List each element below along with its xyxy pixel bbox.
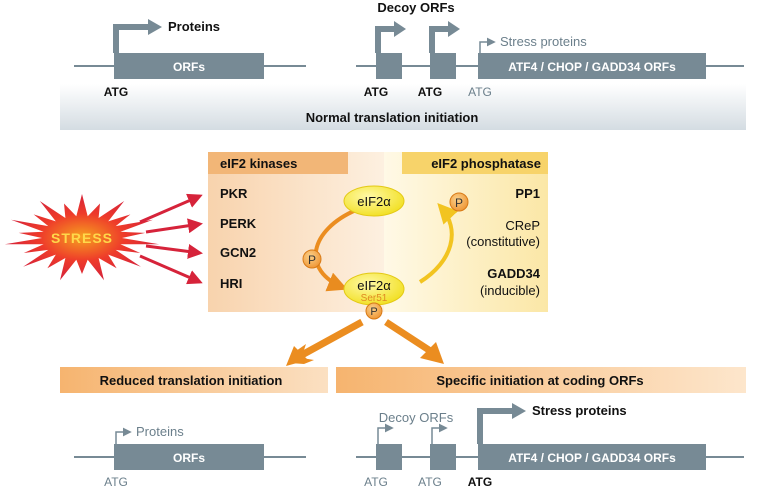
- atg-label-decoy-1: ATG: [364, 85, 388, 99]
- phosphate-on-kinase-arc: [302, 249, 322, 269]
- stress-translation-section: Reduced translation initiation Specific …: [60, 367, 746, 489]
- stress-start-arrowhead-bottom: [512, 403, 526, 419]
- stress-start-arrow-bottom: [477, 408, 514, 444]
- proteins-bottom-label: Proteins: [136, 424, 184, 439]
- phosphate-on-ser51: [365, 302, 383, 320]
- start-arrowhead-proteins: [148, 19, 162, 35]
- decoy-orf-box-bottom-1: [376, 444, 402, 470]
- orf-box-label: ORFs: [173, 60, 205, 74]
- phosphorylation-arc: [313, 208, 357, 292]
- kinase-header-title: eIF2 kinases: [220, 156, 297, 171]
- atg-bottom-stress: ATG: [468, 475, 492, 489]
- stress-orf-box-label: ATF4 / CHOP / GADD34 ORFs: [508, 60, 676, 74]
- reduced-translation-banner: [60, 367, 328, 393]
- arrow-shaft-right: [384, 319, 434, 355]
- reduced-translation-label: Reduced translation initiation: [100, 373, 283, 388]
- eif2a-bottom-label: eIF2α: [357, 278, 391, 293]
- arrow-shaft-left: [298, 318, 364, 360]
- decoy-orfs-label: Decoy ORFs: [377, 0, 454, 15]
- phosphatase-header: [402, 152, 548, 174]
- stress-starburst-shape: [4, 194, 160, 281]
- normal-translation-panel: [60, 84, 746, 130]
- kinase-header: [208, 152, 348, 174]
- decoy-thin-arrow-1: [377, 423, 394, 444]
- decoy-arrow-1: [375, 26, 396, 53]
- specific-initiation-banner: [336, 367, 746, 393]
- decoy-orf-box-bottom-2: [430, 444, 456, 470]
- eif2a-top-label: eIF2α: [357, 194, 391, 209]
- arrowhead-right: [420, 342, 444, 364]
- normal-translation-section: ORFs Proteins ATG Decoy ORFs ATF4 / CHOP…: [60, 0, 746, 130]
- stress-burst-label: STRESS: [51, 230, 113, 246]
- phosphatase-gadd34: GADD34: [487, 266, 541, 281]
- start-arrow-proteins: [113, 24, 150, 53]
- kinase-gcn2: GCN2: [220, 245, 256, 260]
- phosphate-on-phosphatase-arc: [449, 192, 469, 212]
- kinase-pkr: PKR: [220, 186, 248, 201]
- atg-label-decoy-2: ATG: [418, 85, 442, 99]
- decoy-thin-arrow-2: [431, 423, 448, 444]
- decoy-orf-box-1: [376, 53, 402, 79]
- orf-box-bottom-label: ORFs: [173, 451, 205, 465]
- stress-arrow-perk: [145, 218, 203, 234]
- atg-bottom-decoy-1: ATG: [364, 475, 388, 489]
- phosphatase-gadd34-note: (inducible): [480, 283, 540, 298]
- decoy-arrowhead-1: [394, 21, 406, 37]
- specific-initiation-label: Specific initiation at coding ORFs: [436, 373, 643, 388]
- orf-box-top-left: [114, 53, 264, 79]
- stress-proteins-label: Stress proteins: [500, 34, 587, 49]
- kinase-perk: PERK: [220, 216, 257, 231]
- stress-orf-box-bottom-label: ATF4 / CHOP / GADD34 ORFs: [508, 451, 676, 465]
- decoy-arrow-2: [429, 26, 450, 53]
- atg-label-main: ATG: [104, 85, 128, 99]
- phosphatase-crep: CReP: [505, 218, 540, 233]
- stress-burst: STRESS: [4, 194, 160, 281]
- phosphatase-header-title: eIF2 phosphatase: [431, 156, 541, 171]
- phosphate-label-kinase: P: [308, 253, 316, 267]
- stress-arrow-gcn2: [145, 244, 203, 259]
- eif2-regulation-section: eIF2 kinases PKR PERK GCN2 HRI eIF2 phos…: [4, 152, 548, 366]
- eif2a-unphosphorylated: [343, 185, 405, 217]
- kinase-hri: HRI: [220, 276, 242, 291]
- stress-thin-arrow: [479, 37, 496, 53]
- decoy-orf-box-2: [430, 53, 456, 79]
- phosphate-label-phosphatase: P: [455, 196, 463, 210]
- atg-label-stress: ATG: [468, 85, 492, 99]
- atg-bottom-left: ATG: [104, 475, 128, 489]
- atg-bottom-decoy-2: ATG: [418, 475, 442, 489]
- thin-arrow-proteins-bottom: [115, 427, 132, 444]
- stress-arrow-pkr: [139, 193, 203, 224]
- stress-proteins-bottom-label: Stress proteins: [532, 403, 627, 418]
- ser51-label: Ser51: [361, 293, 388, 304]
- phosphatase-crep-note: (constitutive): [466, 234, 540, 249]
- phosphatase-panel: [384, 152, 548, 312]
- orf-box-bottom-left: [114, 444, 264, 470]
- dephosphorylation-arc: [418, 203, 459, 284]
- decoy-orfs-bottom-label: Decoy ORFs: [379, 410, 454, 425]
- phosphate-label-ser51: P: [370, 306, 377, 318]
- normal-translation-caption: Normal translation initiation: [306, 110, 479, 125]
- arrowhead-left: [286, 346, 308, 366]
- stress-orf-box-top: [478, 53, 706, 79]
- proteins-label: Proteins: [168, 19, 220, 34]
- decoy-arrowhead-2: [448, 21, 460, 37]
- stress-arrow-hri: [139, 254, 203, 285]
- phosphatase-pp1: PP1: [515, 186, 540, 201]
- stress-orf-box-bottom: [478, 444, 706, 470]
